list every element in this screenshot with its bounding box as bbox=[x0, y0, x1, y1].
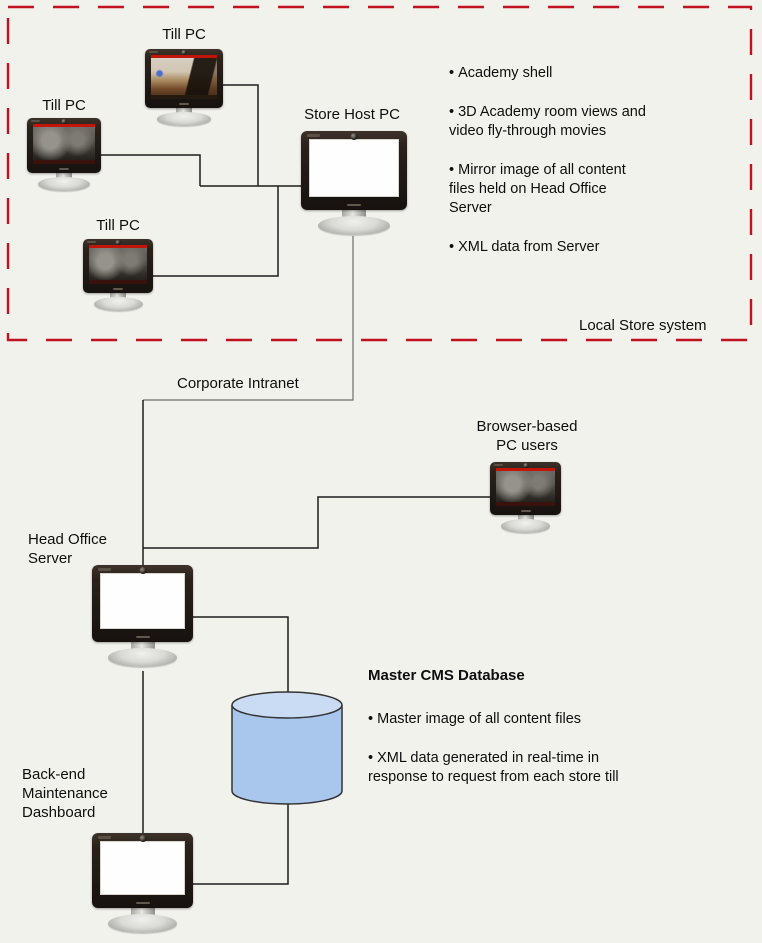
bezel-logo bbox=[307, 134, 320, 137]
monitor-stand-base bbox=[156, 112, 212, 126]
monitor-stand-base bbox=[93, 297, 143, 311]
connector-head-office-to-browser-users bbox=[143, 496, 490, 549]
monitor-bezel bbox=[92, 833, 193, 908]
monitor-bezel bbox=[301, 131, 407, 210]
monitor-stand-base bbox=[500, 519, 551, 533]
till-pc-left-monitor bbox=[27, 118, 101, 191]
connector-till-top-to-bus bbox=[221, 84, 259, 186]
blank-screen bbox=[100, 841, 185, 895]
head-office-server-monitor bbox=[92, 565, 193, 667]
note-item: XML data from Server bbox=[449, 238, 647, 257]
till-pc-left-label: Till PC bbox=[42, 97, 86, 114]
store-host-pc-monitor bbox=[301, 131, 407, 235]
camera-dot-icon bbox=[523, 463, 528, 468]
camera-dot-icon bbox=[139, 567, 146, 574]
local-store-system-label: Local Store system bbox=[579, 317, 707, 334]
backend-dashboard-label: Back-end Maintenance Dashboard bbox=[22, 766, 108, 821]
monitor-stand-base bbox=[108, 914, 177, 933]
brand-mark bbox=[520, 510, 531, 512]
browser-users-monitor bbox=[490, 462, 561, 533]
monitor-stand-base bbox=[108, 648, 177, 667]
brand-mark bbox=[347, 204, 361, 206]
monitor-stand-base bbox=[38, 177, 90, 191]
note-item: Mirror image of all content files held o… bbox=[449, 161, 647, 218]
bezel-logo bbox=[494, 464, 503, 466]
till-screen-academy-view bbox=[33, 124, 95, 164]
bezel-logo bbox=[98, 568, 111, 571]
corporate-intranet-label: Corporate Intranet bbox=[177, 375, 299, 392]
store-host-notes: Academy shell 3D Academy room views and … bbox=[449, 64, 647, 277]
camera-dot-icon bbox=[139, 835, 146, 842]
note-item: Master image of all content files bbox=[368, 710, 646, 729]
camera-dot-icon bbox=[61, 119, 67, 124]
cms-database-notes: Master CMS Database Master image of all … bbox=[368, 666, 646, 807]
connector-database-to-dashboard bbox=[193, 804, 289, 885]
blank-screen bbox=[100, 573, 185, 629]
connector-till-bottom-to-bus bbox=[151, 186, 279, 277]
monitor-bezel bbox=[92, 565, 193, 642]
note-item: 3D Academy room views and video fly-thro… bbox=[449, 103, 647, 141]
till-pc-top-label: Till PC bbox=[162, 26, 206, 43]
brand-mark bbox=[179, 103, 189, 105]
connector-till-left-to-bus bbox=[101, 154, 201, 186]
connector-head-office-to-database bbox=[193, 616, 289, 692]
head-office-server-label: Head Office Server bbox=[28, 531, 107, 567]
brand-mark bbox=[135, 902, 150, 904]
note-item: XML data generated in real-time in respo… bbox=[368, 749, 646, 787]
cms-database-title: Master CMS Database bbox=[368, 667, 525, 684]
till-pc-bottom-label: Till PC bbox=[96, 217, 140, 234]
bezel-logo bbox=[31, 120, 40, 122]
camera-dot-icon bbox=[350, 133, 358, 140]
monitor-stand-base bbox=[317, 216, 391, 235]
store-host-pc-label: Store Host PC bbox=[304, 106, 400, 123]
brand-mark bbox=[113, 288, 123, 290]
camera-dot-icon bbox=[181, 50, 187, 55]
browser-users-label: Browser-based PC users bbox=[476, 418, 578, 454]
bezel-logo bbox=[149, 51, 158, 53]
database-cylinder-icon bbox=[231, 691, 343, 805]
note-item: Academy shell bbox=[449, 64, 647, 83]
bezel-logo bbox=[98, 836, 111, 839]
brand-mark bbox=[135, 636, 150, 638]
browser-screen-academy-view bbox=[496, 468, 555, 506]
monitor-bezel bbox=[83, 239, 153, 293]
monitor-bezel bbox=[145, 49, 223, 108]
monitor-bezel bbox=[27, 118, 101, 173]
blank-screen bbox=[309, 139, 399, 197]
camera-dot-icon bbox=[115, 240, 121, 245]
till-pc-top-monitor bbox=[145, 49, 223, 126]
till-screen-academy-view bbox=[89, 245, 147, 284]
monitor-bezel bbox=[490, 462, 561, 515]
brand-mark bbox=[59, 168, 69, 170]
till-screen-academy-view bbox=[151, 55, 217, 99]
bezel-logo bbox=[87, 241, 96, 243]
backend-dashboard-monitor bbox=[92, 833, 193, 933]
till-pc-bottom-monitor bbox=[83, 239, 153, 311]
